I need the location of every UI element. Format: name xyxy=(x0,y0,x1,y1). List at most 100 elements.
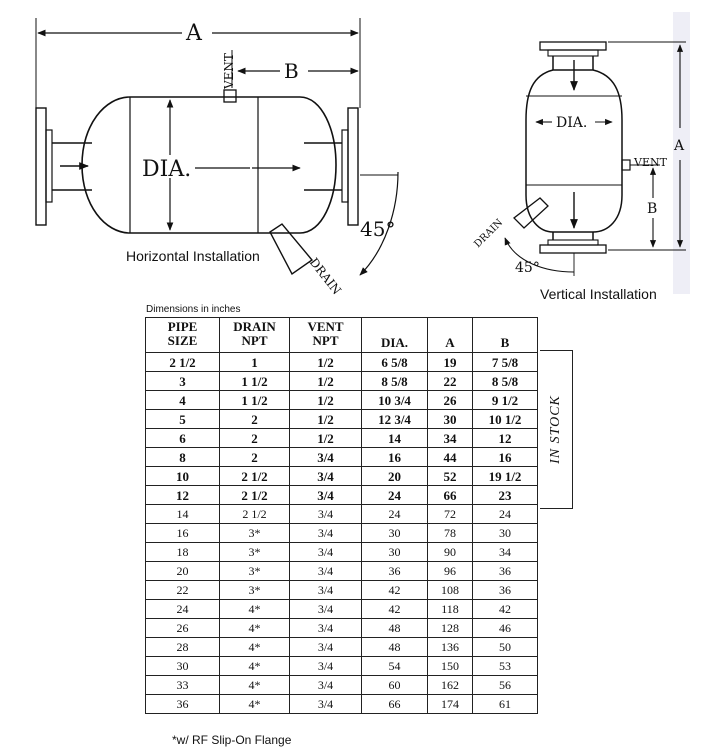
cell-b: 34 xyxy=(472,542,538,562)
cell-b: 42 xyxy=(472,599,538,619)
cell-pipe-size: 26 xyxy=(145,618,220,638)
installation-diagrams: A B DIA. VENT DRAIN 45° Horizontal Insta… xyxy=(35,12,690,300)
cell-pipe-size: 22 xyxy=(145,580,220,600)
cell-dia: 54 xyxy=(361,656,428,676)
vertical-dim-a-label: A xyxy=(673,138,685,154)
cell-pipe-size: 28 xyxy=(145,637,220,657)
cell-a: 128 xyxy=(427,618,473,638)
cell-dia: 48 xyxy=(361,637,428,657)
cell-b: 12 xyxy=(472,428,538,448)
cell-a: 26 xyxy=(427,390,473,410)
vertical-installation-drawing xyxy=(504,41,686,276)
vertical-dim-b-label: B xyxy=(647,201,657,217)
cell-pipe-size: 3 xyxy=(145,371,220,391)
cell-a: 30 xyxy=(427,409,473,429)
cell-dia: 36 xyxy=(361,561,428,581)
cell-vent-npt: 3/4 xyxy=(289,447,362,467)
cell-vent-npt: 3/4 xyxy=(289,504,362,524)
cell-b: 36 xyxy=(472,561,538,581)
cell-dia: 30 xyxy=(361,523,428,543)
cell-pipe-size: 36 xyxy=(145,694,220,714)
cell-pipe-size: 24 xyxy=(145,599,220,619)
header-drain-line1: DRAIN xyxy=(233,319,276,334)
cell-drain-npt: 2 1/2 xyxy=(219,485,290,505)
table-caption: Dimensions in inches xyxy=(146,304,241,315)
cell-dia: 24 xyxy=(361,485,428,505)
cell-dia: 60 xyxy=(361,675,428,695)
cell-b: 46 xyxy=(472,618,538,638)
horizontal-dia-label: DIA. xyxy=(142,157,191,182)
cell-pipe-size: 20 xyxy=(145,561,220,581)
cell-pipe-size: 4 xyxy=(145,390,220,410)
cell-vent-npt: 1/2 xyxy=(289,371,362,391)
cell-vent-npt: 3/4 xyxy=(289,694,362,714)
cell-a: 72 xyxy=(427,504,473,524)
cell-a: 162 xyxy=(427,675,473,695)
cell-pipe-size: 18 xyxy=(145,542,220,562)
cell-vent-npt: 1/2 xyxy=(289,390,362,410)
header-pipe-line2: SIZE xyxy=(167,333,198,348)
cell-b: 24 xyxy=(472,504,538,524)
cell-vent-npt: 1/2 xyxy=(289,352,362,372)
header-b: B xyxy=(472,317,538,353)
horizontal-dim-a-label: A xyxy=(185,21,203,46)
vertical-vent-label: VENT xyxy=(633,156,668,169)
header-vent-line2: NPT xyxy=(312,333,339,348)
cell-vent-npt: 3/4 xyxy=(289,637,362,657)
cell-drain-npt: 1 xyxy=(219,352,290,372)
cell-b: 8 5/8 xyxy=(472,371,538,391)
cell-drain-npt: 4* xyxy=(219,599,290,619)
cell-vent-npt: 3/4 xyxy=(289,485,362,505)
cell-pipe-size: 2 1/2 xyxy=(145,352,220,372)
cell-a: 108 xyxy=(427,580,473,600)
horizontal-dim-b-label: B xyxy=(284,59,299,83)
cell-pipe-size: 33 xyxy=(145,675,220,695)
cell-a: 44 xyxy=(427,447,473,467)
horizontal-installation-drawing xyxy=(35,18,399,276)
cell-vent-npt: 3/4 xyxy=(289,675,362,695)
cell-vent-npt: 3/4 xyxy=(289,580,362,600)
cell-b: 9 1/2 xyxy=(472,390,538,410)
horizontal-angle-label: 45° xyxy=(360,217,395,241)
cell-drain-npt: 4* xyxy=(219,618,290,638)
cell-dia: 6 5/8 xyxy=(361,352,428,372)
cell-b: 56 xyxy=(472,675,538,695)
cell-a: 136 xyxy=(427,637,473,657)
cell-a: 90 xyxy=(427,542,473,562)
cell-a: 34 xyxy=(427,428,473,448)
cell-a: 66 xyxy=(427,485,473,505)
cell-a: 150 xyxy=(427,656,473,676)
cell-dia: 10 3/4 xyxy=(361,390,428,410)
in-stock-bracket: IN STOCK xyxy=(540,350,573,509)
header-dia: DIA. xyxy=(361,317,428,353)
vertical-angle-label: 45° xyxy=(515,260,540,276)
cell-dia: 16 xyxy=(361,447,428,467)
cell-drain-npt: 1 1/2 xyxy=(219,371,290,391)
cell-drain-npt: 3* xyxy=(219,580,290,600)
cell-a: 78 xyxy=(427,523,473,543)
cell-drain-npt: 2 xyxy=(219,428,290,448)
cell-pipe-size: 6 xyxy=(145,428,220,448)
cell-drain-npt: 3* xyxy=(219,523,290,543)
cell-drain-npt: 3* xyxy=(219,561,290,581)
cell-vent-npt: 3/4 xyxy=(289,542,362,562)
cell-pipe-size: 12 xyxy=(145,485,220,505)
cell-vent-npt: 3/4 xyxy=(289,523,362,543)
header-drain-line2: NPT xyxy=(241,333,268,348)
cell-dia: 12 3/4 xyxy=(361,409,428,429)
footnote: *w/ RF Slip-On Flange xyxy=(172,733,292,747)
